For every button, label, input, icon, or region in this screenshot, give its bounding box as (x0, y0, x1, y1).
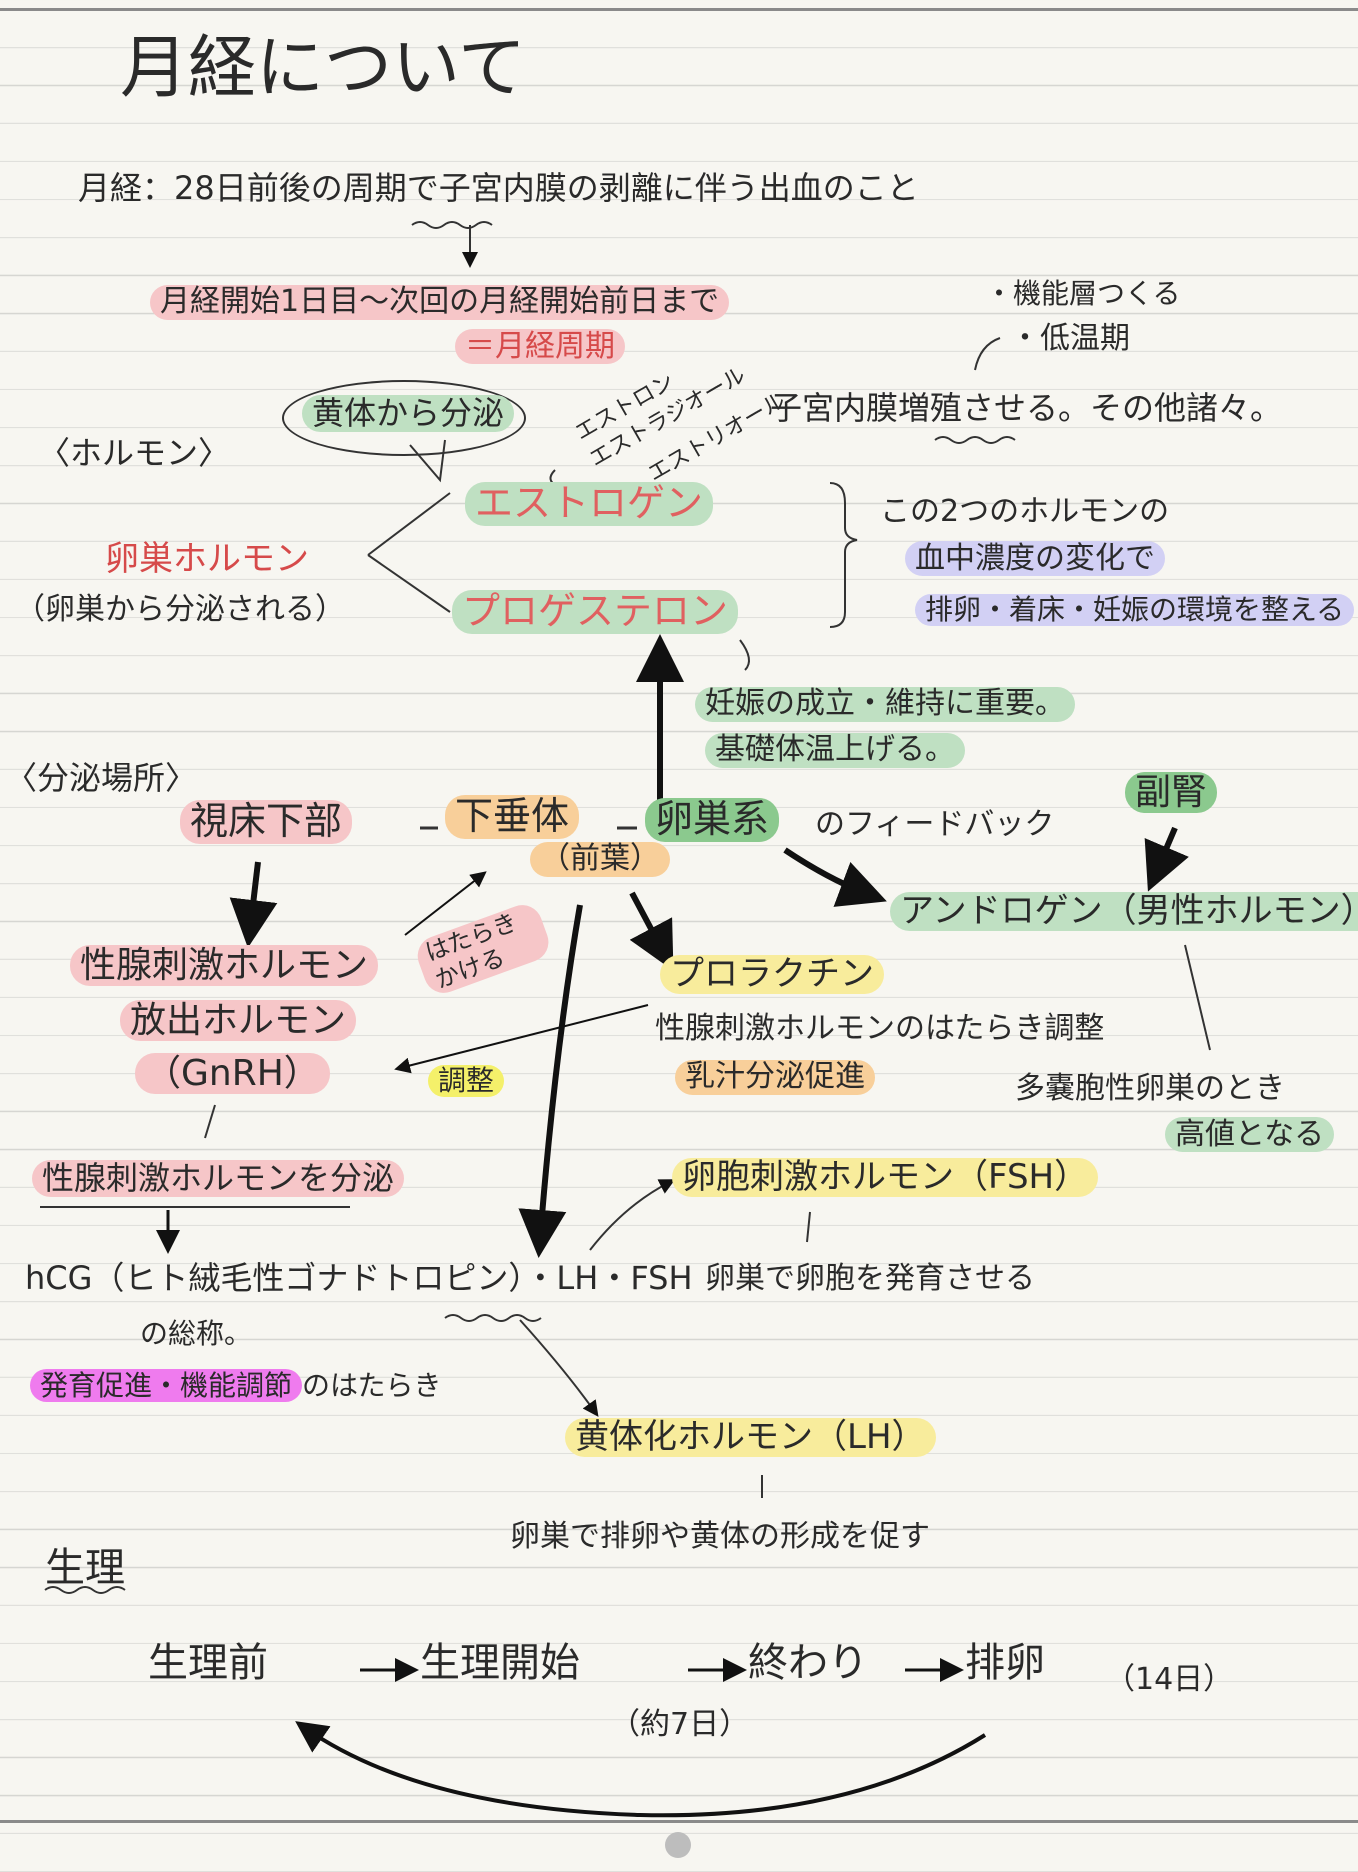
corpus-luteum-secretion: 黄体から分泌 (302, 395, 515, 432)
ovary-system-label: 卵巣系 (645, 797, 780, 842)
two-hormones-line-3: 排卵・着床・妊娠の環境を整える (915, 593, 1355, 627)
hcg-general: の総称。 (140, 1317, 253, 1350)
physiology-header: 生理 (45, 1545, 125, 1591)
ovarian-hormone: 卵巣ホルモン (105, 539, 309, 579)
cycle-name: ＝月経周期 (455, 329, 625, 365)
branch-lower (367, 554, 451, 613)
line-gnrh-to-gonadotropin (204, 1104, 216, 1139)
pcos-line-2: 高値となる (1165, 1117, 1335, 1153)
gonadotropin-secrete: 性腺刺激ホルモンを分泌 (32, 1160, 405, 1197)
speech-bubble (282, 380, 526, 456)
fsh-effect: 卵巣で卵胞を発育させる (705, 1261, 1035, 1296)
low-temp-note: ・低温期 (1010, 321, 1130, 356)
gnrh-line-1: 性腺刺激ホルモン (70, 945, 379, 987)
flow-step-2: 生理開始 (420, 1640, 580, 1686)
progesterone-effect-1: 妊娠の成立・維持に重要。 (695, 686, 1075, 722)
line-fsh-effect (806, 1211, 811, 1243)
prolactin-effect-2: 乳汁分泌促進 (675, 1059, 875, 1095)
hypothalamus-label: 視床下部 (180, 799, 353, 844)
hcg-line: hCG（ヒト絨毛性ゴナドトロピン）・LH・FSH (25, 1259, 693, 1297)
page-indicator (665, 1832, 691, 1858)
ovarian-hormone-note: （卵巣から分泌される） (15, 592, 345, 627)
feedback-label: のフィードバック (815, 807, 1055, 842)
arrow-adrenal-to-androgen (1144, 826, 1189, 892)
hormone-header: 〈ホルモン〉 (38, 434, 231, 472)
definition-line: 月経：28日前後の周期で子宮内膜の剥離に伴う出血のこと (78, 169, 919, 207)
prolactin-label: プロラクチン (660, 954, 884, 995)
period-length: （約7日） (610, 1707, 750, 1742)
page-title: 月経について (120, 29, 526, 108)
growth-function-line: 発育促進・機能調節のはたらき (30, 1369, 442, 1402)
ovulation-day: （14日） (1105, 1662, 1234, 1697)
cycle-name-label: ＝月経周期 (455, 329, 625, 364)
adrenal-label: 副腎 (1125, 772, 1218, 814)
two-hormones-line-2-label: 血中濃度の変化で (905, 541, 1165, 576)
squiggle-period (411, 221, 493, 229)
loop-back-arrow (295, 1721, 987, 1818)
line-androgen-to-pcos (1184, 944, 1211, 1051)
flow-step-3: 終わり (748, 1640, 868, 1686)
brace (829, 482, 858, 628)
arrow-prolactin-regulate (394, 1004, 649, 1074)
lh-effect: 卵巣で排卵や黄体の形成を促す (510, 1519, 930, 1554)
pcos-line-2-label: 高値となる (1165, 1117, 1335, 1152)
arrow-acts-on (404, 871, 487, 936)
secretion-site-header: 〈分泌場所〉 (5, 759, 198, 797)
gnrh-line-2: 放出ホルモン (120, 1000, 357, 1042)
arrow-lhfsh-to-lh (519, 1319, 599, 1417)
two-hormones-line-2: 血中濃度の変化で (905, 541, 1165, 577)
flow-step-1: 生理前 (148, 1640, 268, 1686)
squiggle-proliferation (934, 436, 1016, 444)
pituitary-anterior-label: （前葉） (530, 841, 670, 877)
growth-function-suffix: のはたらき (302, 1369, 442, 1402)
progesterone-effect-2: 基礎体温上げる。 (705, 732, 965, 768)
growth-function-label: 発育促進・機能調節 (30, 1369, 303, 1402)
arrow-pituitary-to-lhfsh (518, 904, 583, 1258)
top-rule (0, 8, 1358, 11)
progesterone-label: プロゲステロン (452, 589, 739, 634)
arrow-lhfsh-to-fsh (589, 1179, 676, 1251)
pituitary-label: 下垂体 (445, 794, 580, 839)
two-hormones-line-1: この2つのホルモンの (880, 494, 1170, 529)
hook-progesterone (739, 639, 750, 671)
functional-layer-note: ・機能層つくる (985, 277, 1181, 310)
squiggle-lhfsh (444, 1314, 542, 1322)
branch-upper (367, 492, 451, 556)
arrow-hypothalamus-to-gnrh (229, 861, 278, 948)
bottom-rule (0, 1820, 1358, 1823)
estrogen-effect: 子宮内膜増殖させる。その他諸々。 (770, 389, 1283, 427)
arrow-pituitary-to-prolactin (629, 891, 674, 971)
arrow-ovary-to-androgen (783, 847, 887, 907)
estrogen-label: エストロゲン (465, 481, 714, 526)
pcos-line-1: 多嚢胞性卵巣のとき (1015, 1071, 1285, 1106)
arrow-to-functional (974, 337, 1001, 371)
prolactin-effect-1: 性腺刺激ホルモンのはたらき調整 (655, 1011, 1105, 1046)
lh-label: 黄体化ホルモン（LH） (565, 1417, 936, 1458)
flow-step-4: 排卵 (965, 1640, 1045, 1686)
gnrh-line-3: （GnRH） (135, 1053, 330, 1095)
cycle-range: 月経開始1日目～次回の月経開始前日まで (150, 284, 730, 320)
fsh-label: 卵胞刺激ホルモン（FSH） (672, 1157, 1099, 1198)
underline-physiology (44, 1586, 126, 1594)
regulate-note: 調整 (428, 1064, 505, 1098)
androgen-label: アンドロゲン（男性ホルモン） (890, 891, 1358, 932)
